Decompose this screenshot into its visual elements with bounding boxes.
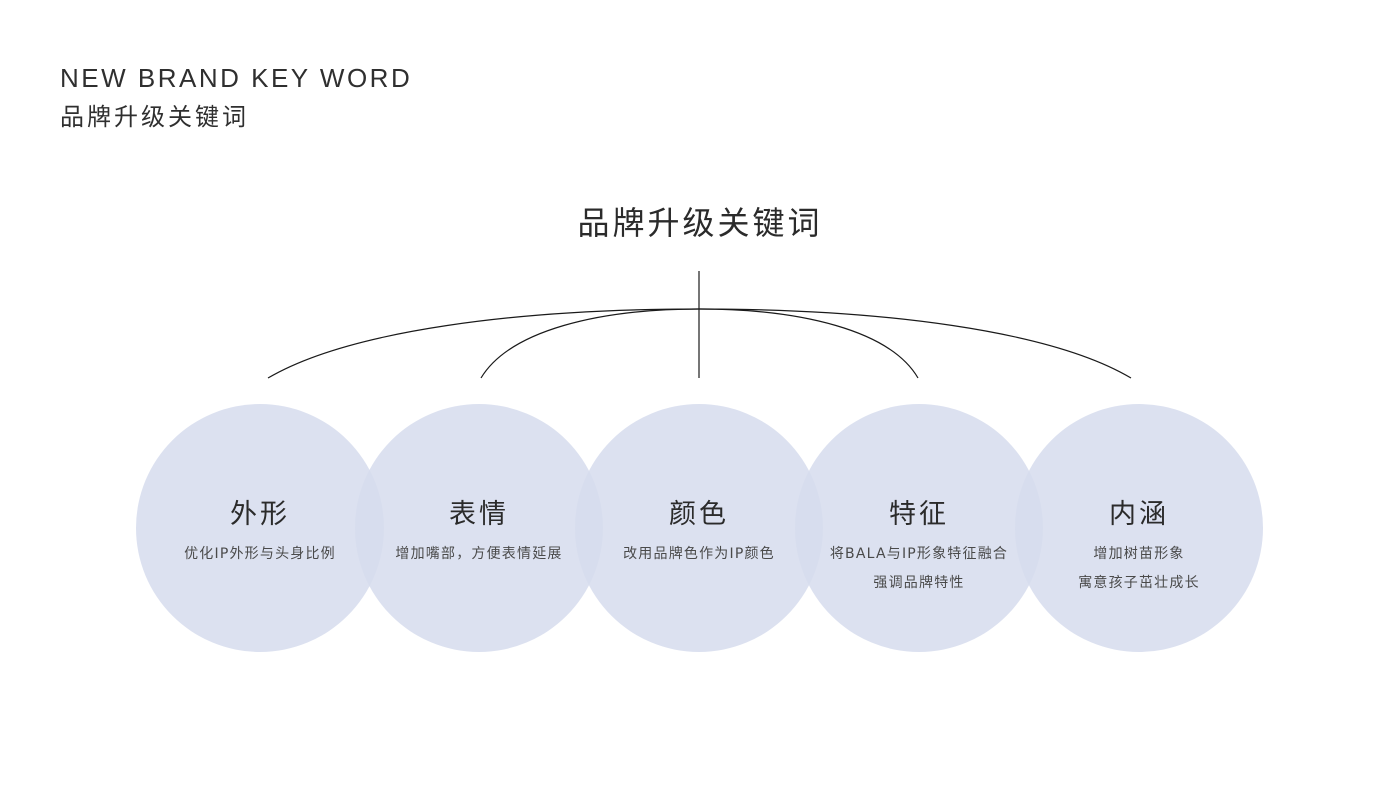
node-title: 表情	[449, 499, 509, 530]
header: NEW BRAND KEY WORD 品牌升级关键词	[60, 62, 412, 132]
header-title-en: NEW BRAND KEY WORD	[60, 63, 413, 93]
header-title-cn: 品牌升级关键词	[60, 103, 249, 131]
node-description: 优化IP外形与头身比例	[184, 546, 336, 562]
node-description: 增加树苗形象	[1093, 546, 1185, 562]
node-circle-connotation: 内涵 增加树苗形象 寓意孩子茁壮成长	[1015, 404, 1263, 652]
node-circle-expression: 表情 增加嘴部，方便表情延展	[355, 404, 603, 652]
diagram-root-label: 品牌升级关键词	[577, 204, 823, 242]
node-description: 寓意孩子茁壮成长	[1078, 575, 1200, 591]
node-circle-feature: 特征 将BALA与IP形象特征融合 强调品牌特性	[795, 404, 1043, 652]
node-title: 颜色	[669, 499, 729, 530]
node-circle-appearance: 外形 优化IP外形与头身比例	[136, 404, 384, 652]
node-circle-color: 颜色 改用品牌色作为IP颜色	[575, 404, 823, 652]
node-description: 强调品牌特性	[873, 575, 965, 591]
node-description: 改用品牌色作为IP颜色	[623, 546, 775, 562]
connector-node-2	[480, 308, 700, 379]
connector-node-1	[267, 308, 700, 379]
node-title: 内涵	[1109, 499, 1169, 530]
node-title: 外形	[230, 499, 290, 530]
connector-node-5	[698, 308, 1132, 379]
node-description: 将BALA与IP形象特征融合	[829, 546, 1009, 562]
node-title: 特征	[889, 499, 949, 530]
node-description: 增加嘴部，方便表情延展	[395, 546, 563, 562]
connector-node-4	[698, 308, 919, 379]
